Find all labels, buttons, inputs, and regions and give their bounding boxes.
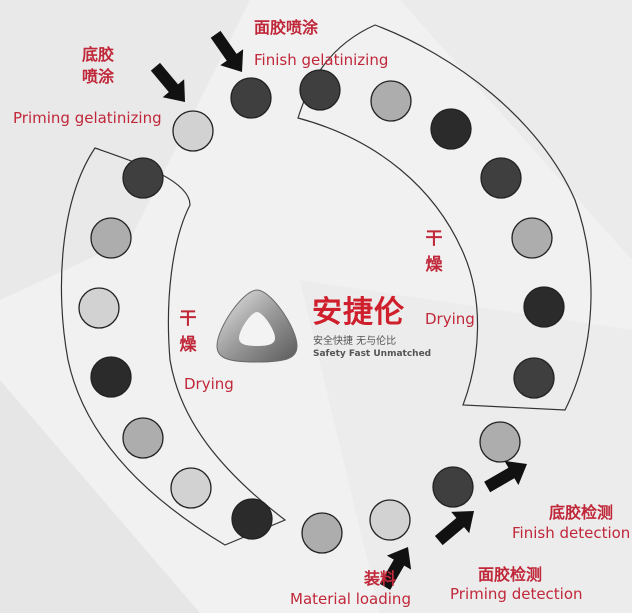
roller [122,157,164,199]
roller [90,356,132,398]
priming-detection-zh-label: 面胶检测 [478,565,543,584]
arrow-finish-gelatinizing [210,30,244,72]
right-conveyor-track [297,24,592,411]
arrow-finish-detection [484,460,527,493]
roller [523,286,565,328]
roller [172,110,214,152]
finish-gelatinizing-zh-label: 面胶喷涂 [254,18,319,37]
roller [230,77,272,119]
drying-left-en-label: Drying [184,375,234,393]
finish-detection-en-label: Finish detection [512,524,631,542]
roller [299,69,341,111]
roller [231,498,273,540]
roller [90,217,132,259]
roller [432,466,474,508]
priming-gelatinizing-en-label: Priming gelatinizing [13,109,162,127]
finish-detection-zh-label: 底胶检测 [549,503,614,522]
roller [170,467,212,509]
priming-gelatinizing-zh-label: 底胶 喷涂 [82,45,115,87]
brand-logo-icon [216,289,298,363]
arrow-priming-detection [434,511,474,546]
finish-gelatinizing-en-label: Finish gelatinizing [254,51,389,69]
roller [430,108,472,150]
material-loading-en-label: Material loading [290,590,411,608]
roller [370,80,412,122]
bg-facet [0,0,250,300]
brand-slogan-en: Safety Fast Unmatched [313,349,432,359]
roller [369,499,411,541]
roller [511,217,553,259]
drying-right-zh-label: 干燥 [425,229,443,276]
roller [479,421,521,463]
priming-detection-en-label: Priming detection [450,585,583,603]
roller [78,287,120,329]
material-loading-zh-label: 装料 [364,569,397,588]
roller [513,357,555,399]
brand-name: 安捷伦 [312,295,405,330]
bg-facet [400,0,632,260]
left-conveyor-track [60,147,287,546]
arrow-material-loading [379,547,412,590]
roller-group [78,69,565,554]
roller [122,417,164,459]
roller [301,512,343,554]
drying-right-en-label: Drying [425,310,475,328]
roller [480,157,522,199]
drying-left-zh-label: 干燥 [179,309,197,356]
bg-facet [0,380,200,613]
brand-slogan-zh: 安全快捷 无与伦比 [313,336,397,347]
arrow-priming-gelatinizing [150,62,185,102]
